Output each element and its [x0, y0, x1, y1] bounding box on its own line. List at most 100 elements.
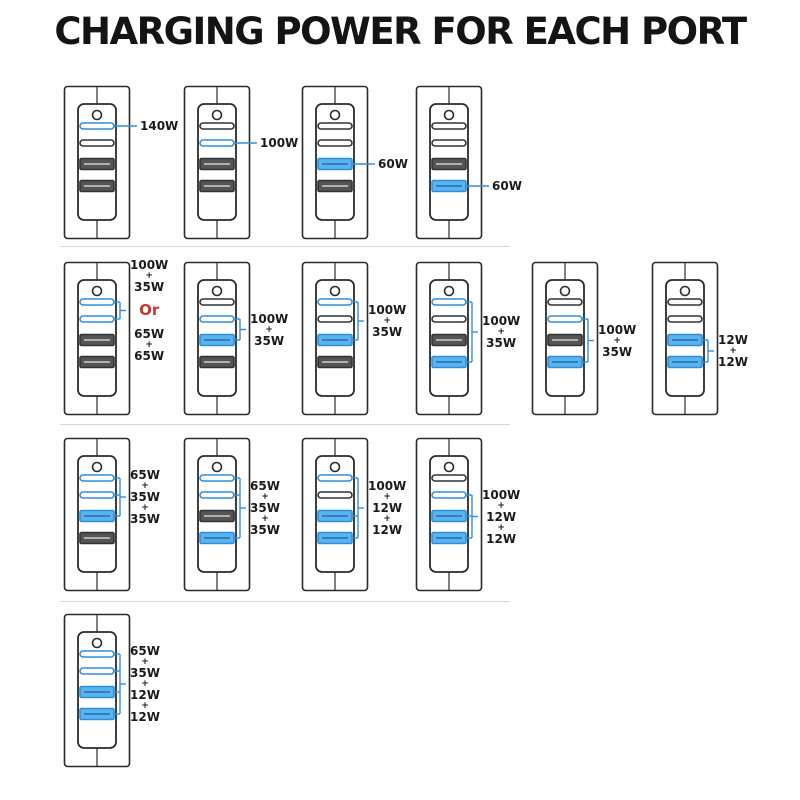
- charger-diagram: [63, 85, 137, 240]
- wattage-text: 65W: [134, 349, 165, 363]
- charger-config-11: 65W+35W+35W: [63, 437, 160, 592]
- wattage-text: 35W: [130, 666, 160, 680]
- usb-c2-usb-c-port-icon: [431, 315, 467, 323]
- row-divider: [60, 246, 510, 247]
- usb-c1-usb-c-port-icon: [317, 298, 353, 306]
- power-label: 100W+35W: [368, 304, 406, 338]
- wattage-text: 35W: [486, 336, 517, 350]
- wattage-text: 35W: [250, 523, 280, 537]
- usb-c1-usb-c-port-icon: [317, 122, 353, 130]
- usb-c1-usb-c-port-icon: [431, 474, 467, 482]
- charger-diagram: [63, 261, 131, 416]
- plus-sign: +: [141, 481, 149, 491]
- wattage-text: 35W: [130, 512, 160, 526]
- usb-c2-usb-c-port-icon: [317, 315, 353, 323]
- charger-config-9: 100W+35W: [531, 261, 636, 416]
- row-divider: [60, 424, 510, 425]
- power-label: 65W+35W+35W: [130, 469, 160, 525]
- usb-c1-usb-c-port-icon: [79, 650, 115, 658]
- usb-c1-usb-c-port-icon: [431, 298, 467, 306]
- plus-sign: +: [141, 701, 149, 711]
- usb-c2-usb-c-port-icon: [79, 667, 115, 675]
- power-label: 100W+35W: [482, 315, 520, 349]
- power-button-icon: [443, 461, 455, 473]
- power-button-icon: [211, 461, 223, 473]
- usb-c2-usb-c-port-icon: [667, 315, 703, 323]
- wattage-text: 60W: [492, 179, 522, 193]
- charger-config-14: 100W+12W+12W: [415, 437, 520, 592]
- charger-diagram: [183, 261, 251, 416]
- plus-sign: +: [265, 324, 273, 335]
- power-label: 100W: [260, 137, 298, 149]
- power-button-icon: [91, 461, 103, 473]
- power-button-icon: [679, 285, 691, 297]
- charger-diagram: [63, 613, 131, 768]
- power-button-icon: [443, 285, 455, 297]
- wattage-text: 65W: [130, 644, 160, 658]
- power-button-icon: [91, 109, 103, 121]
- charger-diagram: [301, 261, 369, 416]
- usb-c2-usb-c-port-icon: [431, 139, 467, 147]
- plus-sign: +: [613, 335, 621, 346]
- wattage-text: 35W: [134, 280, 165, 294]
- charger-diagram: [301, 85, 375, 240]
- charger-config-15: 65W+35W+12W+12W: [63, 613, 160, 768]
- wattage-text: 100W: [482, 314, 521, 328]
- power-button-icon: [559, 285, 571, 297]
- power-button-icon: [329, 109, 341, 121]
- usb-c1-usb-c-port-icon: [199, 122, 235, 130]
- wattage-text: 100W: [598, 322, 637, 337]
- usb-c2-usb-c-port-icon: [431, 491, 467, 499]
- plus-sign: +: [261, 514, 269, 524]
- power-label: 60W: [492, 180, 522, 192]
- plus-sign: +: [729, 346, 737, 356]
- usb-c2-usb-c-port-icon: [317, 491, 353, 499]
- usb-c1-usb-c-port-icon: [79, 298, 115, 306]
- wattage-text: 12W: [486, 509, 517, 524]
- power-button-icon: [329, 285, 341, 297]
- usb-c1-usb-c-port-icon: [79, 474, 115, 482]
- wattage-text: 100W: [130, 258, 169, 272]
- power-label: 12W+12W: [718, 334, 748, 368]
- wattage-text: 140W: [140, 119, 179, 133]
- power-button-icon: [443, 109, 455, 121]
- plus-sign: +: [383, 492, 391, 502]
- power-label: 100W+35W: [598, 324, 636, 358]
- charger-diagram: [415, 261, 483, 416]
- charger-config-13: 100W+12W+12W: [301, 437, 406, 592]
- charger-config-3: 60W: [301, 85, 408, 240]
- wattage-text: 100W: [482, 487, 521, 502]
- wattage-text: 35W: [254, 333, 285, 348]
- wattage-text: 65W: [134, 327, 165, 341]
- usb-c2-usb-c-port-icon: [79, 315, 115, 323]
- wattage-text: 100W: [368, 303, 407, 317]
- charger-config-6: 100W+35W: [183, 261, 288, 416]
- power-button-icon: [91, 637, 103, 649]
- wattage-text: 12W: [486, 531, 517, 546]
- usb-c1-usb-c-port-icon: [547, 298, 583, 306]
- wattage-text: 35W: [130, 490, 160, 504]
- wattage-text: 100W: [260, 136, 299, 150]
- charger-diagram: [531, 261, 599, 416]
- plus-sign: +: [141, 657, 149, 667]
- wattage-text: 12W: [372, 523, 403, 537]
- wattage-text: 12W: [372, 501, 403, 515]
- usb-c1-usb-c-port-icon: [199, 298, 235, 306]
- charger-diagram: [415, 437, 483, 592]
- wattage-text: 12W: [718, 355, 748, 369]
- charger-config-8: 100W+35W: [415, 261, 520, 416]
- power-button-icon: [329, 461, 341, 473]
- usb-c1-usb-c-port-icon: [199, 474, 235, 482]
- wattage-text: 12W: [130, 710, 160, 724]
- usb-c2-usb-c-port-icon: [79, 139, 115, 147]
- charger-diagram: [183, 85, 257, 240]
- wattage-text: 35W: [602, 344, 633, 359]
- page-title: CHARGING POWER FOR EACH PORT: [54, 10, 747, 53]
- usb-c2-usb-c-port-icon: [199, 139, 235, 147]
- power-label: 60W: [378, 158, 408, 170]
- charger-diagram: [415, 85, 489, 240]
- charger-diagram: [63, 437, 131, 592]
- usb-c2-usb-c-port-icon: [317, 139, 353, 147]
- plus-sign: +: [145, 271, 153, 281]
